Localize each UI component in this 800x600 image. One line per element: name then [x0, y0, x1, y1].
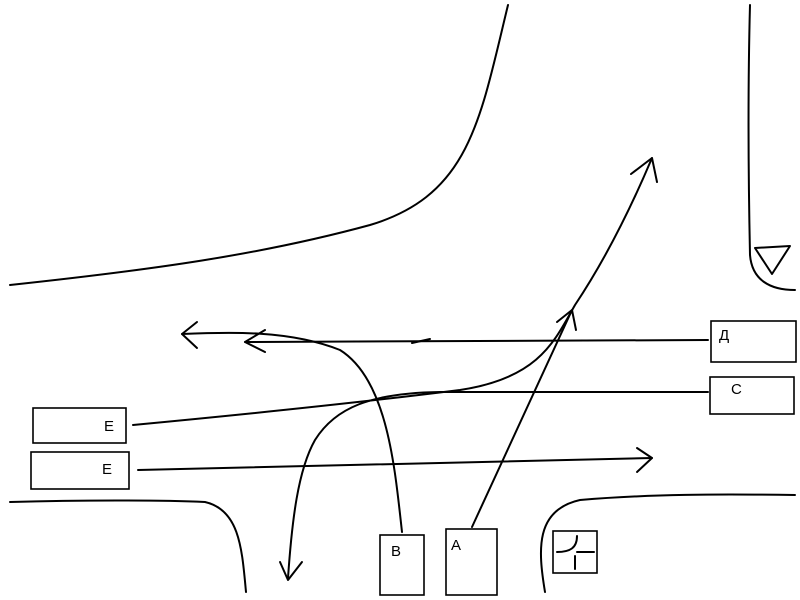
- road-edge-bottom-right: [539, 493, 796, 593]
- path-e-lower-straight: [137, 457, 653, 471]
- vehicle-e-upper-label: Е: [104, 418, 114, 435]
- path-b-arrowhead: [181, 321, 198, 349]
- path-e-upper-arrowhead: [630, 157, 658, 183]
- vehicle-c-label: С: [731, 381, 742, 398]
- movement-paths: [132, 157, 709, 581]
- side-road-junction-icon: [552, 530, 598, 574]
- path-b-left-turn: [181, 331, 403, 533]
- path-d-mark: [411, 338, 431, 344]
- vehicle-b: В: [379, 534, 425, 596]
- road-edges: [9, 4, 796, 593]
- vehicle-e-lower: Е: [30, 451, 130, 490]
- vehicle-e-lower-label: Е: [102, 461, 112, 478]
- vehicle-d: Д: [710, 320, 797, 363]
- vehicles: Д С Е Е В А: [30, 320, 797, 596]
- give-way-triangle-icon: [754, 245, 791, 275]
- vehicle-a-label: А: [451, 537, 461, 554]
- vehicle-d-label: Д: [719, 327, 729, 344]
- vehicle-c: С: [709, 376, 795, 415]
- path-d-straight: [244, 339, 709, 343]
- path-c-arrowhead: [279, 561, 303, 581]
- path-e-upper-left-turn: [132, 157, 653, 426]
- path-a-arrowhead: [556, 309, 577, 331]
- road-edge-top-right: [747, 4, 796, 291]
- vehicle-a: А: [445, 528, 498, 596]
- path-c-right-turn: [287, 391, 709, 579]
- path-a-straight: [471, 309, 573, 528]
- road-edge-bottom-left: [9, 499, 247, 593]
- vehicle-b-label: В: [391, 543, 401, 560]
- path-e-lower-arrowhead: [636, 447, 653, 473]
- road-edge-top-left: [9, 4, 509, 286]
- vehicle-e-upper: Е: [32, 407, 127, 444]
